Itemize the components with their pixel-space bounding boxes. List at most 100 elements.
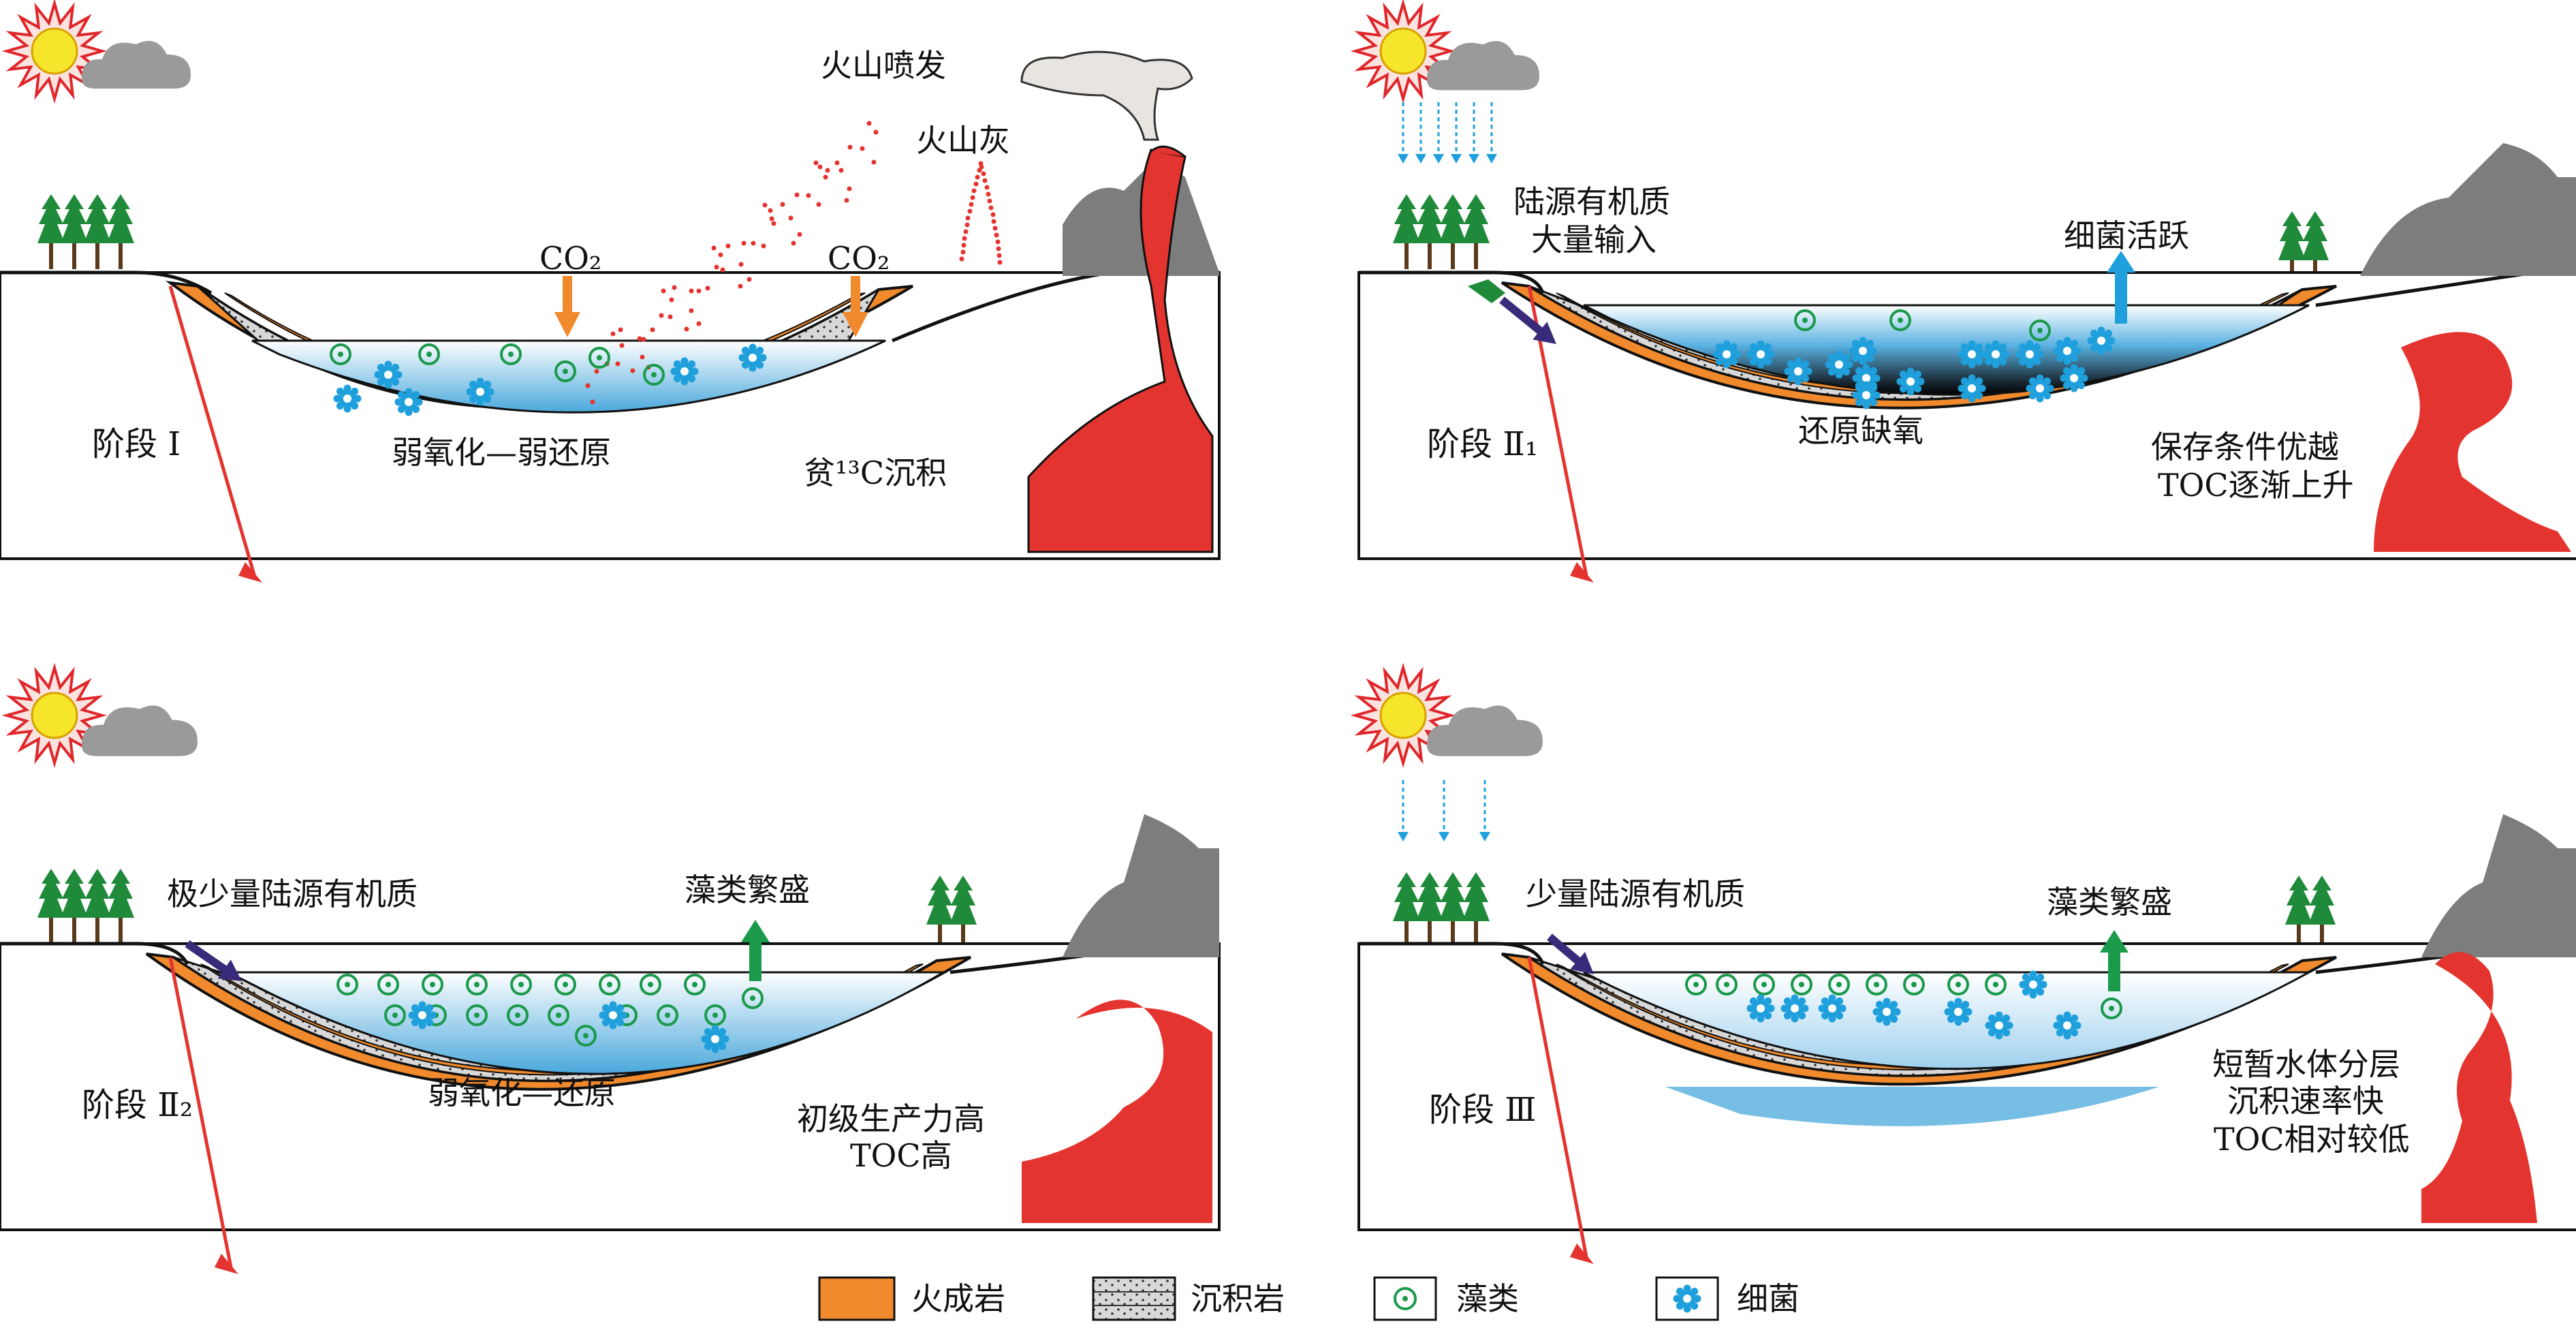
- fault-arrow: [238, 562, 262, 583]
- bacteria-icon: [394, 388, 423, 416]
- co2-arrowhead-2: [843, 312, 868, 337]
- land-surface-left: [0, 942, 189, 965]
- algae-icon: [330, 343, 351, 365]
- algae-icon: [418, 343, 440, 365]
- volcano-vent: [1150, 145, 1186, 158]
- co2-label-2: CO₂: [828, 240, 890, 277]
- bacteria-icon: [1958, 374, 1986, 403]
- stage-label: 阶段 Ⅰ: [92, 425, 180, 463]
- algae-icon: [1985, 974, 2007, 995]
- mountain-shape: [2421, 814, 2576, 957]
- bacteria-icon: [2053, 337, 2082, 365]
- eruption-plume: [1020, 50, 1193, 141]
- igneous-band: [1556, 963, 2289, 1070]
- input-label-line1: 陆源有机质: [1513, 183, 1670, 220]
- sun-icon: [1350, 0, 1456, 104]
- cross-section-frame: [0, 271, 1221, 560]
- trees-icon: [37, 869, 134, 944]
- algae-bloom-label: 藻类繁盛: [685, 871, 810, 908]
- trees-icon: [1393, 872, 1490, 947]
- igneous-band: [1556, 292, 2289, 395]
- organic-input-arrow: [185, 940, 242, 981]
- magma-chamber: [1022, 1000, 1212, 1223]
- stage-label: 阶段 Ⅱ₂: [82, 1086, 193, 1124]
- fault-arrow: [215, 1254, 238, 1274]
- mountain-shape: [1063, 814, 1219, 957]
- trees-icon: [37, 194, 134, 269]
- bacteria-icon: [701, 1025, 729, 1053]
- co2-arrow-2: [851, 276, 860, 313]
- bacteria-icon: [333, 384, 362, 413]
- algae-icon: [554, 974, 576, 995]
- bacteria-icon: [374, 360, 403, 389]
- bacteria-icon: [1655, 1276, 1719, 1321]
- algae-icon: [575, 1025, 597, 1047]
- algae-icon: [1716, 974, 1738, 995]
- algae-icon: [1903, 974, 1925, 995]
- panel-stage-3: [1350, 662, 2576, 1264]
- co2-arrow-1: [563, 276, 572, 313]
- algae-icon: [507, 1004, 529, 1026]
- deposit-label: 贫¹³C沉积: [804, 454, 947, 491]
- bacteria-icon: [1712, 340, 1741, 369]
- land-surface-left: [1359, 942, 1545, 965]
- cloud-icon: [82, 41, 191, 89]
- sun-icon: [1, 0, 108, 104]
- trees-icon: [1393, 194, 1490, 269]
- panel-stage-2-1: [1350, 0, 2576, 583]
- bacteria-icon: [1784, 357, 1812, 386]
- bacteria-icon: [670, 357, 699, 386]
- igneous-swatch: [818, 1276, 896, 1321]
- water-condition-label: 弱氧化—还原: [428, 1074, 616, 1111]
- input-label-line2: 大量输入: [1531, 221, 1656, 258]
- algae-icon: [554, 360, 576, 382]
- note-line2: 沉积速率快: [2227, 1083, 2384, 1119]
- fault-line: [168, 957, 234, 1271]
- sun-icon: [1, 662, 108, 769]
- algae-icon: [422, 974, 443, 995]
- algae-icon: [500, 343, 522, 365]
- mountain-shape: [2360, 143, 2576, 276]
- fault-arrow: [1570, 562, 1594, 583]
- magma-chamber: [1027, 149, 1214, 553]
- bacteria-active-label: 细菌活跃: [2064, 217, 2189, 254]
- bacteria-icon: [1780, 994, 1809, 1023]
- cloud-icon: [82, 705, 198, 756]
- algae-icon: [1866, 974, 1887, 995]
- algae-up-arrow: [2108, 950, 2120, 991]
- bacteria-icon: [2026, 374, 2054, 403]
- water-body: [251, 339, 886, 414]
- bacteria-icon: [1981, 340, 2010, 369]
- bacteria-icon: [738, 343, 767, 372]
- algae-icon: [599, 974, 621, 995]
- algae-up-arrow: [749, 940, 761, 981]
- note-line3: TOC相对较低: [2214, 1121, 2410, 1158]
- bacteria-icon: [2087, 326, 2116, 355]
- sun-icon: [1350, 662, 1456, 769]
- algae-icon: [1889, 309, 1911, 331]
- legend-label-sedimentary: 沉积岩: [1191, 1280, 1285, 1317]
- bacteria-icon: [1872, 998, 1901, 1026]
- algae-icon: [510, 974, 532, 995]
- water-body: [227, 971, 947, 1075]
- note-line2: TOC逐渐上升: [2158, 467, 2354, 504]
- magma-chamber: [2374, 332, 2571, 552]
- volcanic-ash-label: 火山灰: [916, 122, 1010, 159]
- bacteria-icon: [1746, 340, 1775, 369]
- bacteria-icon: [2053, 1011, 2082, 1040]
- algae-bloom-label: 藻类繁盛: [2047, 884, 2172, 921]
- algae-icon: [742, 987, 764, 1009]
- algae-up-arrowhead: [2100, 930, 2129, 953]
- bacteria-icon: [1746, 994, 1775, 1023]
- panel-4-labels: 阶段 Ⅲ 少量陆源有机质 藻类繁盛 短暂水体分层 沉积速率快 TOC相对较低: [1429, 876, 2410, 1158]
- bacteria-icon: [408, 1001, 437, 1030]
- algae-icon: [640, 974, 661, 995]
- algae-up-arrowhead: [741, 920, 770, 942]
- panel-3-labels: 阶段 Ⅱ₂ 弱氧化—还原 极少量陆源有机质 藻类繁盛 初级生产力高 TOC高: [82, 871, 985, 1174]
- stratified-water-layer: [1665, 1087, 2159, 1126]
- algae-icon: [588, 347, 610, 369]
- note-line1: 短暂水体分层: [2212, 1046, 2400, 1083]
- rain-arrows: [1398, 102, 1497, 164]
- note-line1: 保存条件优越: [2151, 429, 2339, 465]
